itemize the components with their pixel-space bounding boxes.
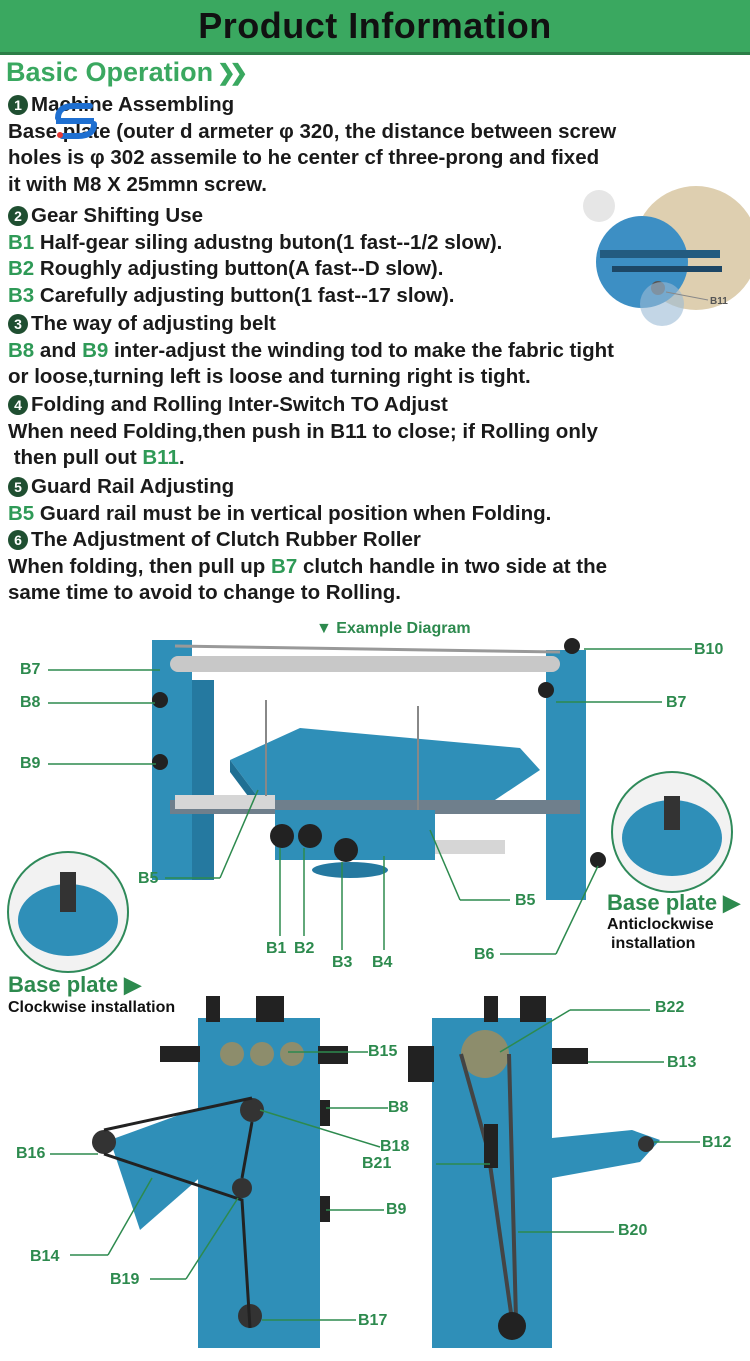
label-b3: B3 [332,954,353,971]
label-b10: B10 [694,641,724,658]
step-number: 1 [8,95,28,116]
label-b2: B2 [294,940,315,957]
base-plate-left-line1: Clockwise installation [8,999,176,1016]
label-b13: B13 [667,1054,697,1071]
label-b12: B12 [702,1134,732,1151]
label-b14: B14 [30,1248,60,1265]
brand-logo [50,100,106,144]
label-b9: B9 [20,755,41,772]
label-b9-bottom: B9 [386,1201,407,1218]
label-b8-bottom: B8 [388,1099,409,1116]
label-b15: B15 [368,1043,398,1060]
label-b5-right: B5 [515,892,536,909]
double-chevron-right-icon: ❯❯ [217,59,248,85]
b11-zoom-inset: B11 [582,180,750,330]
label-b16: B16 [16,1145,46,1162]
label-b4: B4 [372,954,393,971]
label-b8: B8 [20,694,41,711]
label-b18: B18 [380,1138,410,1155]
label-b6: B6 [474,946,495,963]
label-b1: B1 [266,940,287,957]
title-banner: Product Information [0,0,750,55]
base-plate-right-line1: Anticlockwise [607,916,714,933]
zoom-label-b11: B11 [710,296,728,307]
base-plate-left-title: Base plate ▶ [8,972,142,997]
label-b20: B20 [618,1222,648,1239]
label-b21: B21 [362,1155,392,1172]
label-b7-left: B7 [20,661,41,678]
machine-illustration [7,638,733,973]
page-title: Product Information [198,5,552,46]
label-b5-left: B5 [138,870,159,887]
base-plate-right-line2: installation [611,935,696,952]
frame-illustrations [50,996,700,1348]
step-title: Machine Assembling [31,93,235,116]
label-b19: B19 [110,1271,140,1288]
label-b7-right: B7 [666,694,687,711]
section-title: Basic Operation ❯❯ [6,57,248,87]
base-plate-right-title: Base plate ▶ [607,890,741,915]
label-b17: B17 [358,1312,388,1329]
example-diagram-title: ▼ Example Diagram [316,620,471,637]
label-b22: B22 [655,999,685,1016]
